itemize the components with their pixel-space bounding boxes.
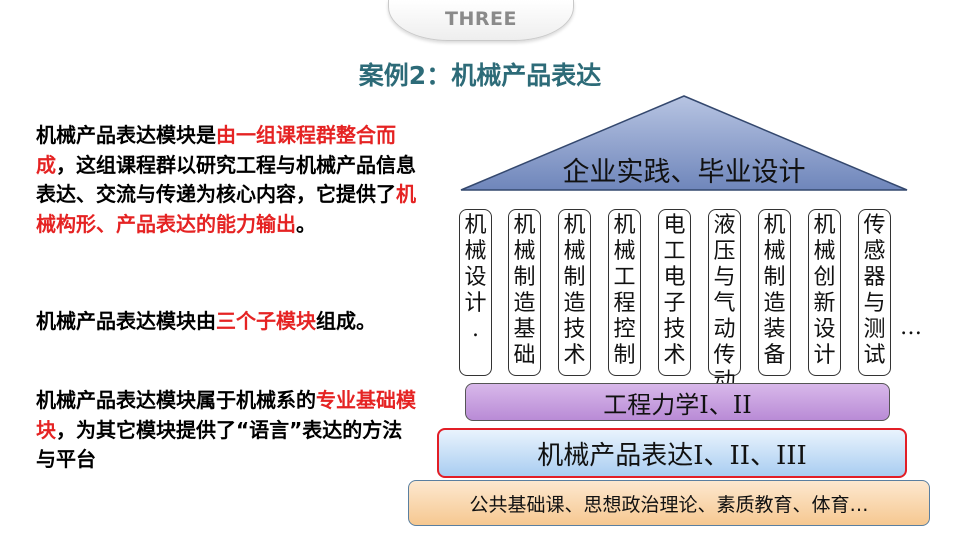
pillar-char: 制 [563, 265, 586, 290]
roof-label: 企业实践、毕业设计 [562, 157, 806, 188]
pillar-4: 机械工程控制 [608, 209, 641, 376]
pillar-char: 术 [663, 343, 686, 368]
pillar-char: 新 [813, 291, 836, 316]
pillar-7: 机械制造装备 [758, 209, 791, 376]
intro-highlight-a: 由一组课程群整合而成 [36, 123, 396, 177]
category-paragraph: 机械产品表达模块属于机械系的专业基础模块，为其它模块提供了“语言”表达的方法与平… [36, 386, 416, 475]
pillar-char: 动 [713, 317, 736, 342]
category-text-a: 机械产品表达模块属于机械系的 [36, 388, 316, 412]
pillar-char: 械 [513, 239, 536, 264]
pillar-char: 电 [663, 265, 686, 290]
pillar-char: 气 [713, 291, 736, 316]
pillar-char: 传 [863, 213, 886, 238]
pillar-char: 制 [613, 343, 636, 368]
pillar-char: 基 [513, 317, 536, 342]
pillar-char: 造 [563, 291, 586, 316]
pillar-char: 造 [513, 291, 536, 316]
pillar-char: 测 [863, 317, 886, 342]
submodule-text-b: 组成。 [316, 309, 376, 333]
pillar-char: 工 [663, 239, 686, 264]
pillar-char: 传 [713, 343, 736, 368]
pillar-char: 械 [464, 239, 487, 264]
pillar-6: 液压与气动传动 [708, 209, 741, 394]
pillar-3: 机械制造技术 [558, 209, 591, 376]
pillar-char: 造 [763, 291, 786, 316]
section-tab-label: THREE [445, 8, 517, 30]
mechanics-beam: 工程力学I、II [465, 383, 890, 421]
intro-text-a: 机械产品表达模块是 [36, 123, 216, 147]
pillar-char: 与 [863, 291, 886, 316]
pillar-char: 试 [863, 343, 886, 368]
pillar-char: 工 [613, 265, 636, 290]
pillar-char: 机 [813, 213, 836, 238]
pillar-char: 装 [763, 317, 786, 342]
pillar-ellipsis: … [900, 315, 922, 340]
pillar-char: 设 [813, 317, 836, 342]
pillar-char: 电 [663, 213, 686, 238]
pillar-9: 传感器与测试 [858, 209, 891, 376]
category-highlight: 专业基础模块 [36, 388, 416, 442]
intro-paragraph: 机械产品表达模块是由一组课程群整合而成，这组课程群以研究工程与机械产品信息表达、… [36, 121, 416, 239]
expression-beam: 机械产品表达I、II、III [437, 428, 907, 478]
pillar-char: 机 [763, 213, 786, 238]
foundation-base: 公共基础课、思想政治理论、素质教育、体育… [408, 480, 930, 526]
pillar-char: 计 [464, 291, 487, 316]
intro-text-c: 。 [296, 211, 316, 236]
pillar-char: 术 [563, 343, 586, 368]
page-title: 案例2：机械产品表达 [358, 61, 602, 90]
pillar-8: 机械创新设计 [808, 209, 841, 376]
pillar-char: 程 [613, 291, 636, 316]
pillar-char: 械 [563, 239, 586, 264]
pillar-char: 机 [563, 213, 586, 238]
pillar-char: 技 [563, 317, 586, 342]
pillar-char: 备 [763, 343, 786, 368]
pillar-char: 械 [763, 239, 786, 264]
roof-triangle [460, 95, 908, 191]
pillar-char: 制 [513, 265, 536, 290]
pillar-char: 压 [713, 239, 736, 264]
pillar-char: 子 [663, 291, 686, 316]
pillar-2: 机械制造基础 [508, 209, 541, 376]
pillar-char: 技 [663, 317, 686, 342]
pillar-char: 器 [863, 265, 886, 290]
category-text-b: ，为其它模块提供了“语言”表达的方法与平台 [36, 417, 403, 472]
pillar-1: 机械设计. [459, 209, 492, 376]
pillar-char: 机 [613, 213, 636, 238]
pillar-char: 液 [713, 213, 736, 238]
pillar-char: 机 [513, 213, 536, 238]
section-tab: THREE [388, 0, 574, 41]
intro-highlight-b: 机械构形、产品表达的能力输出 [36, 182, 416, 236]
pillar-char: 感 [863, 239, 886, 264]
pillar-char: 机 [464, 213, 487, 238]
pillar-char: 制 [763, 265, 786, 290]
pillar-char: 控 [613, 317, 636, 342]
pillar-char: 础 [513, 343, 536, 368]
intro-text-b: ，这组课程群以研究工程与机械产品信息表达、交流与传递为核心内容，它提供了 [36, 152, 416, 207]
pillar-char: 与 [713, 265, 736, 290]
submodule-highlight: 三个子模块 [216, 309, 316, 333]
submodule-text-a: 机械产品表达模块由 [36, 309, 216, 333]
pillar-char: 创 [813, 265, 836, 290]
pillar-char: 计 [813, 343, 836, 368]
pillar-char: 械 [813, 239, 836, 264]
pillar-char: . [472, 317, 479, 342]
pillar-char: 械 [613, 239, 636, 264]
pillar-5: 电工电子技术 [658, 209, 691, 376]
pillar-char: 设 [464, 265, 487, 290]
submodule-paragraph: 机械产品表达模块由三个子模块组成。 [36, 307, 416, 337]
